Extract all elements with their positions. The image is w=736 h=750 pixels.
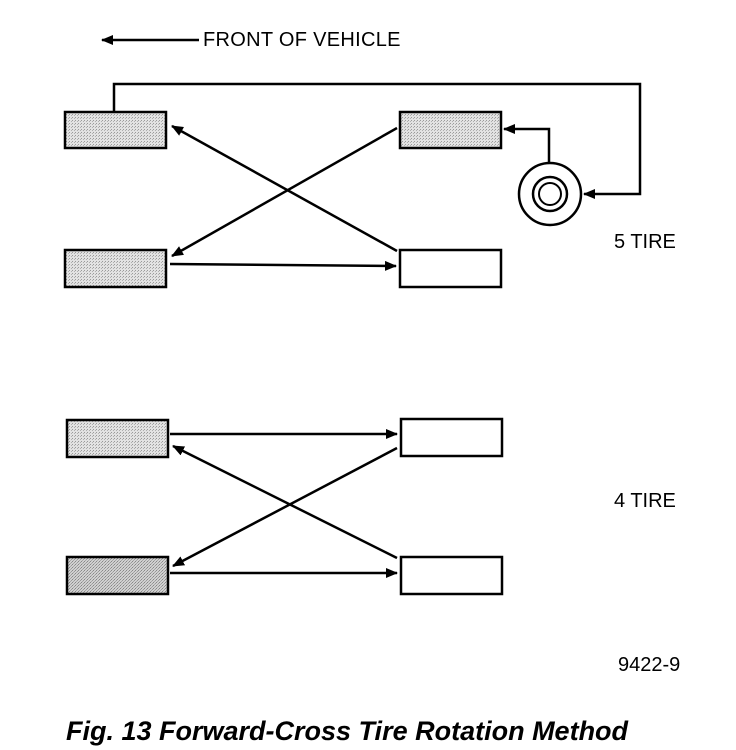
arrow-right-rear-to-left-front [171, 124, 398, 253]
tire-right-front [398, 110, 503, 150]
four-tire-label: 4 TIRE [614, 490, 676, 512]
arrow-left-front-to-spare [112, 82, 642, 199]
arrow-left-rear-to-right-rear [169, 260, 397, 271]
tire-right-front [399, 417, 504, 458]
tire-right-rear [399, 555, 504, 596]
figure-code: 9422-9 [618, 654, 681, 676]
arrow-right-front-to-left-rear [172, 446, 398, 568]
arrow-spare-to-right-front [503, 124, 551, 162]
front-of-vehicle-label: FRONT OF VEHICLE [203, 29, 401, 51]
tire-left-front [65, 418, 170, 459]
arrow-right-rear-to-left-front [172, 444, 398, 560]
tire-left-front [63, 110, 168, 150]
five-tire-label: 5 TIRE [614, 231, 676, 253]
four-tire-diagram [65, 417, 504, 596]
five-tire-diagram [63, 82, 642, 289]
tire-left-rear [63, 248, 168, 289]
tire-left-rear [65, 555, 170, 596]
arrow-right-front-to-left-rear [171, 126, 398, 258]
spare-tire-icon [517, 161, 583, 227]
tire-right-rear [398, 248, 503, 289]
figure-caption: Fig. 13 Forward-Cross Tire Rotation Meth… [66, 716, 629, 746]
